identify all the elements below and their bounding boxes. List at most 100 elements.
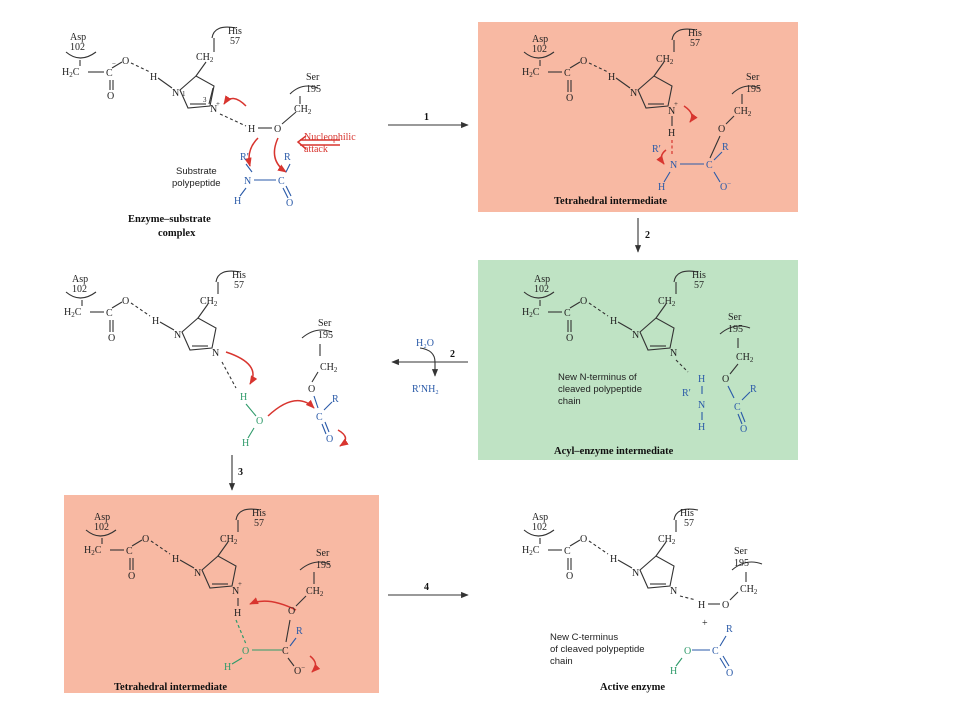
svg-text:R: R	[722, 142, 729, 153]
svg-text:C: C	[564, 68, 571, 79]
svg-text:Asp: Asp	[70, 32, 86, 43]
svg-text:N: N	[632, 568, 639, 579]
step-label-2b: 2	[450, 349, 455, 360]
svg-text:O: O	[288, 606, 295, 617]
svg-text:O: O	[566, 93, 573, 104]
svg-text:+: +	[674, 100, 678, 108]
svg-text:O: O	[566, 571, 573, 582]
svg-text:Ser: Ser	[316, 548, 330, 559]
svg-text:CH2: CH2	[196, 52, 214, 64]
svg-text:H: H	[610, 316, 617, 327]
svg-text:His: His	[232, 270, 246, 281]
svg-text:C: C	[712, 646, 719, 657]
svg-text:H2C: H2C	[64, 307, 82, 319]
svg-text:H: H	[608, 72, 615, 83]
svg-text:chain: chain	[558, 396, 581, 407]
svg-text:O: O	[718, 124, 725, 135]
svg-text:N: N	[244, 176, 251, 187]
svg-text:H2C: H2C	[62, 67, 80, 79]
step-arrow-3: 3	[228, 455, 243, 491]
step-arrow-2-left: 2 H₂O R′NH₂	[391, 338, 468, 395]
svg-text:195: 195	[318, 330, 333, 341]
svg-text:N: N	[630, 88, 637, 99]
svg-text:O: O	[286, 198, 293, 209]
svg-text:O: O	[108, 333, 115, 344]
svg-text:C: C	[734, 402, 741, 413]
svg-text:O: O	[722, 600, 729, 611]
svg-text:R: R	[284, 152, 291, 163]
svg-text:CH2: CH2	[658, 534, 676, 546]
svg-text:H: H	[242, 438, 249, 449]
svg-text:N: N	[668, 106, 675, 117]
svg-text:CH2: CH2	[320, 362, 338, 374]
svg-text:H: H	[658, 182, 665, 193]
svg-text:O: O	[107, 91, 114, 102]
svg-text:102: 102	[532, 44, 547, 55]
svg-text:H: H	[698, 422, 705, 433]
svg-text:O−: O−	[720, 180, 731, 193]
svg-text:57: 57	[694, 280, 704, 291]
step-arrow-2-down: 2	[634, 218, 650, 253]
svg-text:195: 195	[316, 560, 331, 571]
svg-text:attack: attack	[304, 144, 328, 155]
svg-text:CH2: CH2	[736, 352, 754, 364]
svg-text:Enzyme–substrate: Enzyme–substrate	[128, 214, 211, 225]
svg-text:R: R	[726, 624, 733, 635]
svg-text:H2C: H2C	[522, 67, 540, 79]
svg-text:H2C: H2C	[522, 307, 540, 319]
svg-text:H: H	[668, 128, 675, 139]
svg-text:O: O	[242, 646, 249, 657]
svg-text:H: H	[234, 608, 241, 619]
svg-text:His: His	[692, 270, 706, 281]
svg-text:H: H	[152, 316, 159, 327]
svg-text:complex: complex	[158, 228, 196, 239]
svg-text:N: N	[194, 568, 201, 579]
svg-text:O: O	[122, 56, 129, 67]
svg-text:O: O	[566, 333, 573, 344]
svg-text:R′: R′	[682, 388, 691, 399]
svg-text:57: 57	[230, 36, 240, 47]
svg-text:Substrate: Substrate	[176, 166, 217, 177]
svg-text:His: His	[228, 26, 242, 37]
svg-text:Tetrahedral intermediate: Tetrahedral intermediate	[114, 682, 227, 693]
svg-text:Asp: Asp	[72, 274, 88, 285]
svg-text:H: H	[248, 124, 255, 135]
svg-text:57: 57	[684, 518, 694, 529]
svg-text:R: R	[750, 384, 757, 395]
svg-text:H: H	[698, 374, 705, 385]
svg-text:R: R	[296, 626, 303, 637]
svg-text:O: O	[722, 374, 729, 385]
svg-text:Asp: Asp	[94, 512, 110, 523]
svg-text:chain: chain	[550, 656, 573, 667]
svg-text:102: 102	[72, 284, 87, 295]
svg-text:H: H	[224, 662, 231, 673]
svg-text:3: 3	[203, 96, 207, 104]
svg-text:His: His	[252, 508, 266, 519]
svg-text:O: O	[308, 384, 315, 395]
svg-text:R: R	[332, 394, 339, 405]
svg-text:195: 195	[746, 84, 761, 95]
svg-text:C: C	[316, 412, 323, 423]
svg-text:+: +	[216, 100, 220, 108]
svg-text:H: H	[240, 392, 247, 403]
svg-text:−: −	[112, 60, 116, 68]
svg-text:O: O	[326, 434, 333, 445]
svg-text:C: C	[706, 160, 713, 171]
amine-leaving-label: R′NH₂	[412, 384, 439, 395]
svg-text:O−: O−	[294, 664, 305, 677]
step-label-4: 4	[424, 582, 429, 593]
svg-text:H: H	[610, 554, 617, 565]
svg-text:His: His	[680, 508, 694, 519]
panel-bg-tetrahedral-bottom	[64, 495, 379, 693]
panel-tetrahedral-intermediate-2: Asp 102 H2C C O O H N N + CH2 His 57 H H…	[84, 508, 331, 693]
svg-text:N: N	[670, 348, 677, 359]
svg-text:O: O	[580, 56, 587, 67]
svg-text:C: C	[564, 546, 571, 557]
svg-text:O: O	[274, 124, 281, 135]
svg-text:57: 57	[234, 280, 244, 291]
svg-text:C: C	[564, 308, 571, 319]
svg-text:CH2: CH2	[740, 584, 758, 596]
svg-text:polypeptide: polypeptide	[172, 178, 221, 189]
svg-text:H: H	[234, 196, 241, 207]
